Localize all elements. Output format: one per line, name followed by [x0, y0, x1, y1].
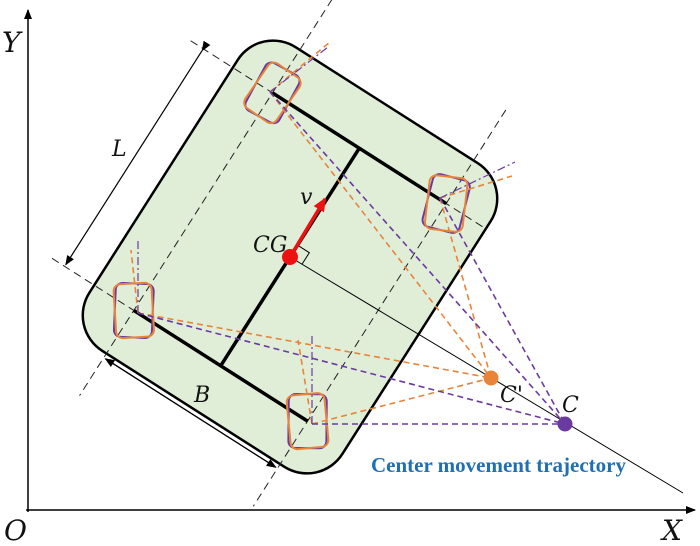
c-label: C: [562, 393, 579, 418]
track-label: B: [193, 383, 210, 408]
track-dimension-back: [104, 358, 277, 468]
c-point: [557, 416, 573, 432]
c-prime-label: C': [500, 383, 523, 408]
cg-label: CG: [253, 233, 287, 258]
origin-label: O: [4, 514, 27, 546]
velocity-label: v: [300, 185, 313, 210]
x-axis-label: X: [660, 514, 683, 546]
wheelbase-label: L: [111, 137, 127, 162]
c-prime-point: [483, 370, 499, 386]
wheel-heading-lines: [137, 46, 516, 424]
vehicle: [51, 0, 507, 507]
wheel-front-right: [421, 173, 471, 234]
wheelbase-dimension: [65, 40, 211, 266]
right-angle-mark: [297, 244, 311, 265]
lines-to-c: [137, 91, 566, 425]
y-axis-label: Y: [2, 26, 23, 59]
velocity-arrow: [288, 197, 327, 258]
wheel-front-left: [243, 61, 302, 125]
wheel-rear-left: [112, 281, 156, 340]
trajectory-caption: Center movement trajectory: [371, 453, 626, 477]
cg-point: [282, 249, 298, 265]
lines-to-c-prime: [130, 41, 513, 425]
